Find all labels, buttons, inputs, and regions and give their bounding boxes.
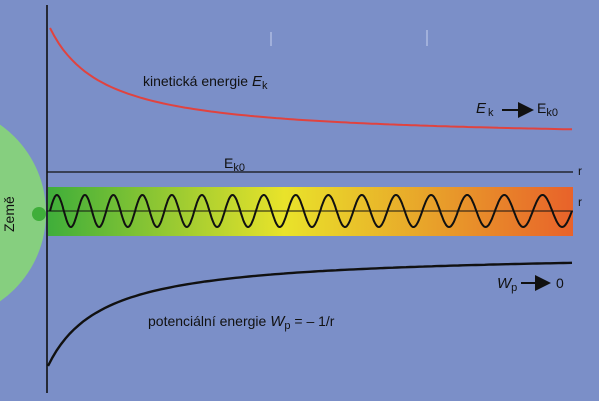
kinetic-limit-value: Ek0 (537, 100, 558, 119)
earth-disc (0, 124, 46, 302)
potential-limit-value: 0 (556, 275, 564, 291)
earth-label: Země (1, 196, 17, 232)
wave-curve (49, 193, 573, 229)
potential-energy-label: potenciální energie Wp = – 1/r (148, 313, 335, 332)
potential-energy-curve (46, 261, 573, 367)
kinetic-energy-curve (49, 27, 573, 131)
r-axis-top-label: r (578, 164, 582, 178)
r-axis-band-label: r (578, 195, 582, 209)
kinetic-energy-label: kinetická energie Ek (143, 73, 268, 92)
origin-dot (32, 207, 46, 221)
ek0-label: Ek0 (224, 155, 245, 174)
potential-limit-symbol: Wp (497, 275, 517, 294)
